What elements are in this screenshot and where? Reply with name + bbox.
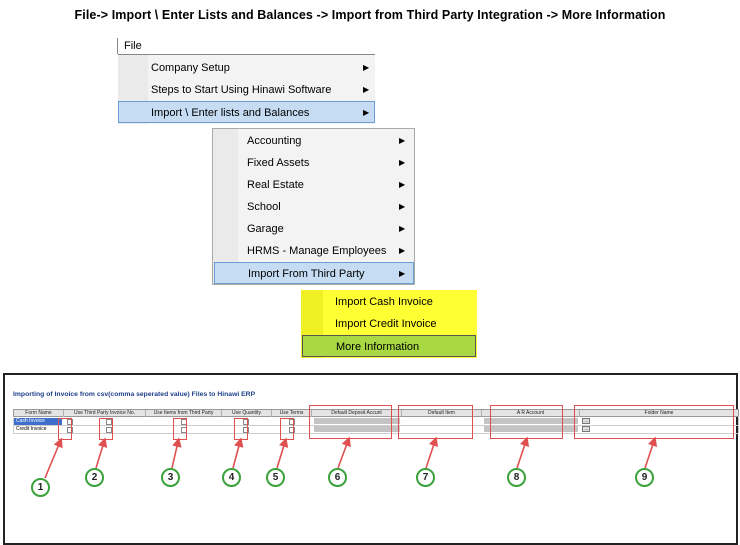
submenu-arrow-icon: ▶ — [399, 246, 406, 255]
submenu-arrow-icon: ▶ — [363, 63, 370, 72]
menu-item-label: Garage — [247, 223, 284, 235]
menu-item-fixed-assets[interactable]: Fixed Assets ▶ — [213, 152, 414, 174]
menu-item-label: Fixed Assets — [247, 157, 310, 169]
table-row[interactable]: Credit Invoice ... — [13, 426, 739, 434]
menu-item-import-cash-invoice[interactable]: Import Cash Invoice — [301, 291, 477, 313]
window-title: Importing of Invoice from csv(comma sepe… — [13, 391, 256, 398]
submenu-arrow-icon: ▶ — [363, 85, 370, 94]
menu-item-import-third-party[interactable]: Import From Third Party ▶ — [214, 262, 414, 284]
menu-item-import-enter-lists[interactable]: Import \ Enter lists and Balances ▶ — [118, 101, 375, 123]
highlight-box-7 — [398, 405, 473, 439]
import-submenu: Accounting ▶ Fixed Assets ▶ Real Estate … — [212, 128, 415, 285]
menu-item-company-setup[interactable]: Company Setup ▶ — [118, 57, 375, 79]
callout-7: 7 — [416, 468, 435, 487]
submenu-arrow-icon: ▶ — [399, 180, 406, 189]
menu-item-label: More Information — [336, 341, 420, 353]
column-header-use-third-party-invoice: Use Third Party Invoice No. — [64, 410, 146, 417]
third-party-submenu: Import Cash Invoice Import Credit Invoic… — [301, 290, 477, 358]
menu-item-import-credit-invoice[interactable]: Import Credit Invoice — [301, 313, 477, 335]
menu-item-garage[interactable]: Garage ▶ — [213, 218, 414, 240]
use-third-party-invoice-checkbox[interactable] — [67, 427, 73, 433]
menu-item-accounting[interactable]: Accounting ▶ — [213, 130, 414, 152]
highlight-box-6 — [309, 405, 392, 439]
callout-4: 4 — [222, 468, 241, 487]
folder-browse-button[interactable]: ... — [582, 418, 590, 424]
menu-item-label: School — [247, 201, 281, 213]
menu-item-label: Import \ Enter lists and Balances — [151, 107, 310, 119]
menu-item-steps-to-start[interactable]: Steps to Start Using Hinawi Software ▶ — [118, 79, 375, 101]
callout-9: 9 — [635, 468, 654, 487]
callout-3: 3 — [161, 468, 180, 487]
menu-item-label: HRMS - Manage Employees — [247, 245, 387, 257]
column-header-ar-account: A R Account — [482, 410, 580, 417]
submenu-arrow-icon: ▶ — [399, 136, 406, 145]
use-terms-checkbox[interactable] — [243, 419, 249, 425]
highlight-box-5 — [280, 418, 294, 440]
highlight-box-2 — [99, 418, 113, 440]
column-header-form-name: Form Name — [14, 410, 64, 417]
column-header-default-deposit-account: Default Deposit Accunt — [312, 410, 402, 417]
default-deposit-account-cell[interactable] — [314, 418, 400, 424]
use-extra-checkbox[interactable] — [289, 419, 295, 425]
menu-icon-strip — [213, 129, 238, 284]
submenu-arrow-icon: ▶ — [399, 158, 406, 167]
menu-item-label: Real Estate — [247, 179, 304, 191]
menu-item-label: Steps to Start Using Hinawi Software — [151, 84, 332, 96]
use-items-checkbox[interactable] — [106, 427, 112, 433]
file-menu[interactable]: File — [117, 38, 147, 54]
row-form-name[interactable]: Credit Invoice — [16, 426, 47, 432]
highlight-box-3 — [173, 418, 187, 440]
column-header-use-quantity: Use Quantity — [222, 410, 272, 417]
submenu-arrow-icon: ▶ — [399, 269, 406, 278]
column-header-use-terms: Use Terms — [272, 410, 312, 417]
highlight-box-9 — [574, 405, 734, 439]
highlight-box-4 — [234, 418, 248, 440]
submenu-arrow-icon: ▶ — [399, 224, 406, 233]
use-terms-checkbox[interactable] — [243, 427, 249, 433]
callout-8: 8 — [507, 468, 526, 487]
callout-6: 6 — [328, 468, 347, 487]
menu-item-more-information[interactable]: More Information — [302, 335, 476, 357]
use-extra-checkbox[interactable] — [289, 427, 295, 433]
menu-item-label: Import Cash Invoice — [335, 296, 433, 308]
folder-browse-button[interactable]: ... — [582, 426, 590, 432]
grid-header: Form Name Use Third Party Invoice No. Us… — [13, 409, 739, 417]
menu-item-label: Import Credit Invoice — [335, 318, 437, 330]
submenu-arrow-icon: ▶ — [399, 202, 406, 211]
callout-1: 1 — [31, 478, 50, 497]
column-header-folder-name: Folder Name — [644, 410, 674, 416]
menu-item-real-estate[interactable]: Real Estate ▶ — [213, 174, 414, 196]
menu-item-label: Import From Third Party — [248, 268, 365, 280]
menu-item-hrms[interactable]: HRMS - Manage Employees ▶ — [213, 240, 414, 262]
column-header-default-item: Default Item — [402, 410, 482, 417]
menu-item-school[interactable]: School ▶ — [213, 196, 414, 218]
highlight-box-1 — [58, 418, 72, 440]
file-dropdown-menu: Company Setup ▶ Steps to Start Using Hin… — [118, 54, 375, 124]
page-heading: File-> Import \ Enter Lists and Balances… — [74, 8, 666, 22]
ar-account-cell[interactable] — [484, 426, 578, 432]
ar-account-cell[interactable] — [484, 418, 578, 424]
column-header-use-items: Use Items from Third Party — [146, 410, 222, 417]
callout-2: 2 — [85, 468, 104, 487]
callout-5: 5 — [266, 468, 285, 487]
use-third-party-invoice-checkbox[interactable] — [67, 419, 73, 425]
highlight-box-8 — [490, 405, 563, 439]
menu-item-label: Accounting — [247, 135, 302, 147]
import-invoice-window: Importing of Invoice from csv(comma sepe… — [3, 373, 739, 545]
table-row[interactable]: Cash Invoice ... — [13, 418, 739, 426]
use-items-checkbox[interactable] — [106, 419, 112, 425]
menu-item-label: Company Setup — [151, 62, 230, 74]
default-deposit-account-cell[interactable] — [314, 426, 400, 432]
submenu-arrow-icon: ▶ — [363, 108, 370, 117]
row-form-name[interactable]: Cash Invoice — [14, 418, 62, 425]
